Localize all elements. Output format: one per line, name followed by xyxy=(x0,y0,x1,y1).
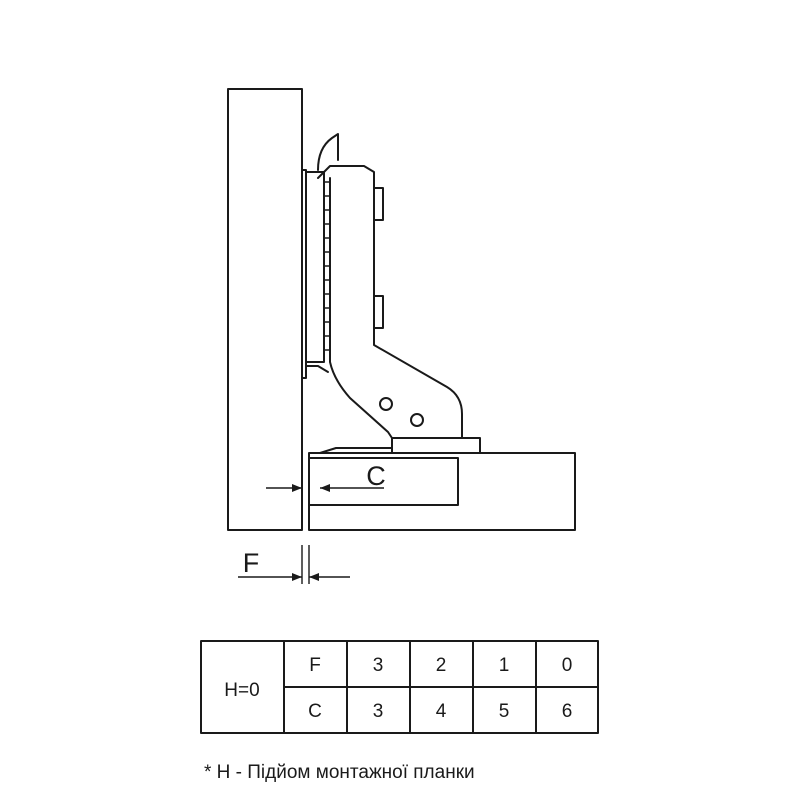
label-c: C xyxy=(366,461,386,491)
mounting-plate xyxy=(301,169,330,379)
door-panel xyxy=(308,452,576,531)
pivot-hole-lower xyxy=(410,413,424,427)
table-cell: 2 xyxy=(436,655,447,676)
pivot-hole-upper xyxy=(379,397,393,411)
table-cell: 0 xyxy=(562,655,573,676)
table-cell: 3 xyxy=(373,701,384,722)
hinge-cup-flange xyxy=(391,437,481,454)
table-cell: 1 xyxy=(499,655,510,676)
table-cell: 5 xyxy=(499,701,510,722)
label-f: F xyxy=(243,548,260,578)
hinge-arm xyxy=(317,133,463,439)
adjustment-table: H=0 F 3 2 1 0 C 3 4 5 6 xyxy=(200,640,599,734)
table-cell: 4 xyxy=(436,701,447,722)
table-h-label: H=0 xyxy=(224,680,259,701)
table-row-c-name: C xyxy=(308,701,322,722)
footnote: * H - Підйом монтажної планки xyxy=(204,762,475,783)
cabinet-side-panel xyxy=(227,88,303,531)
cup-edge-line xyxy=(319,447,393,454)
hinge-cup-recess xyxy=(308,457,459,506)
table-row-f-name: F xyxy=(309,655,321,676)
dimension-f xyxy=(238,545,350,584)
table-cell: 6 xyxy=(562,701,573,722)
table-cell: 3 xyxy=(373,655,384,676)
